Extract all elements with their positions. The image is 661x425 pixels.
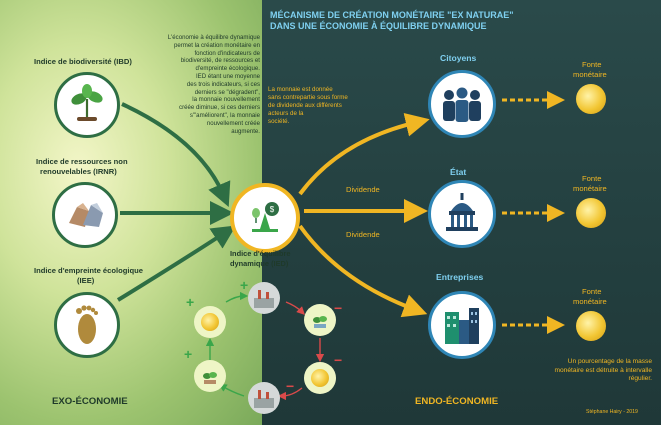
note-left-line: derniers se "dégradent", [194,88,260,96]
note-bottom-line: Un pourcentage de la masse [567,358,652,365]
cycle-minus-sign: − [286,378,295,394]
svg-text:$: $ [270,205,275,214]
iee-circle [54,292,120,358]
scale-money-bag-icon: $ [252,202,279,232]
ied-label-line2: dynamique (IED) [230,259,289,268]
arrow-ibd-to-ied [121,102,231,208]
footprint-icon [76,305,98,344]
note-left-line: la monnaie nouvellement [192,96,260,104]
note-left-line: biodiversité, de ressources et [180,57,260,65]
index-label-iee-line2: (IEE) [77,276,95,285]
factory-icon [254,290,274,308]
note-left-line: IED étant une moyenne [195,72,260,80]
fonte-label-1-line1: Fonte [582,60,602,69]
dividende-label-1: Dividende [346,185,380,194]
citoyens-circle [428,70,496,138]
capitol-building-icon [446,193,478,231]
title-line-2: DANS UNE ÉCONOMIE À ÉQUILIBRE DYNAMIQUE [270,21,487,31]
index-label-ibd: Indice de biodiversité (IBD) [34,57,132,66]
ied-label-line1: Indice d'équilibre [230,249,291,258]
arrow-ied-to-citoyens [298,113,430,196]
fonte-label-3-line2: monétaire [573,297,607,306]
ied-circle: $ [230,183,300,253]
entreprises-circle [428,291,496,359]
fonte-label-2-line2: monétaire [573,184,607,193]
index-label-iee-line1: Indice d'empreinte écologique [34,266,143,275]
cycle-plus-sign: + [240,277,249,293]
cycle-minus-sign: − [334,352,343,368]
note-right-line: acteurs de la [268,110,304,118]
plant-rocks-icon [203,372,217,384]
cycle-plus-sign: + [184,346,193,362]
cycle-coin-node [304,362,336,394]
people-group-icon [443,87,481,122]
note-left: L'économie à équilibre dynamique permet … [140,34,260,135]
note-bottom-line: régulier. [628,375,652,383]
cycle-factory-node [248,282,280,314]
ibd-circle [54,72,120,138]
note-left-line: fonction d'indicateurs de [194,49,260,57]
note-bottom-line: monétaire est détruite à intervalle [554,366,653,374]
fonte-label-3-line1: Fonte [582,287,602,296]
irnr-circle [52,182,118,248]
note-left-line: nouvellement créée [206,119,260,127]
note-left-line: des trois indicateurs, si ces [186,80,260,88]
note-right-line: société. [268,118,290,126]
cycle-factory-node [248,382,280,414]
coin-icon [576,198,606,228]
note-left-line: permet la création monétaire en [173,41,260,49]
plant-rocks-icon [313,316,327,328]
note-left-line: d'empreinte écologique. [195,65,260,73]
cycle-arrow-2 [285,301,305,315]
coin-icon [576,84,606,114]
cycle-arrow-5 [218,383,245,397]
actor-label-etat: État [450,167,467,177]
mineral-rocks-icon [69,203,103,227]
fonte-label-2-line1: Fonte [582,174,602,183]
cycle-plant-node [194,360,226,392]
plant-sprout-icon [71,84,103,121]
etat-circle [428,180,496,248]
signature: Stéphane Hairy - 2019 [586,409,638,415]
city-skyscrapers-icon [445,308,479,344]
cycle-minus-sign: − [334,300,343,316]
cycle-arrow-4 [277,387,303,401]
note-left-line: s'"améliorent", la monnaie [189,111,260,119]
note-bottom: Un pourcentage de la masse monétaire est… [512,358,653,384]
factory-icon [254,390,274,408]
index-label-irnr-line1: Indice de ressources non [36,157,128,166]
exo-economie-label: EXO-ÉCONOMIE [52,396,128,407]
coin-icon [201,313,219,331]
note-left-line: augmente. [231,127,260,135]
note-right-line: La monnaie est donnée [268,86,333,93]
note-right-line: sans contrepartie sous forme [268,94,348,102]
actor-label-entreprises: Entreprises [436,272,484,282]
note-right: La monnaie est donnée sans contrepartie … [268,86,368,126]
endo-economie-label: ENDO-ÉCONOMIE [415,396,499,407]
title-line-1: MÉCANISME DE CRÉATION MONÉTAIRE "EX NATU… [270,10,514,20]
coin-icon [311,369,329,387]
arrow-iee-to-ied [116,225,237,302]
cycle-coin-node [194,306,226,338]
index-label-irnr-line2: renouvelables (IRNR) [40,167,117,176]
dividende-label-2: Dividende [346,230,380,239]
fonte-label-1-line2: monétaire [573,70,607,79]
note-left-line: L'économie à équilibre dynamique [167,34,260,41]
note-right-line: de dividende aux différents [268,102,342,110]
actor-label-citoyens: Citoyens [440,53,477,63]
note-left-line: créée diminue, si ces derniers [179,104,260,112]
coin-icon [576,311,606,341]
cycle-arrow-1 [225,291,249,303]
cycle-plus-sign: + [186,294,195,310]
cycle-plant-node [304,304,336,336]
arrow-ied-to-entreprises [298,224,428,318]
